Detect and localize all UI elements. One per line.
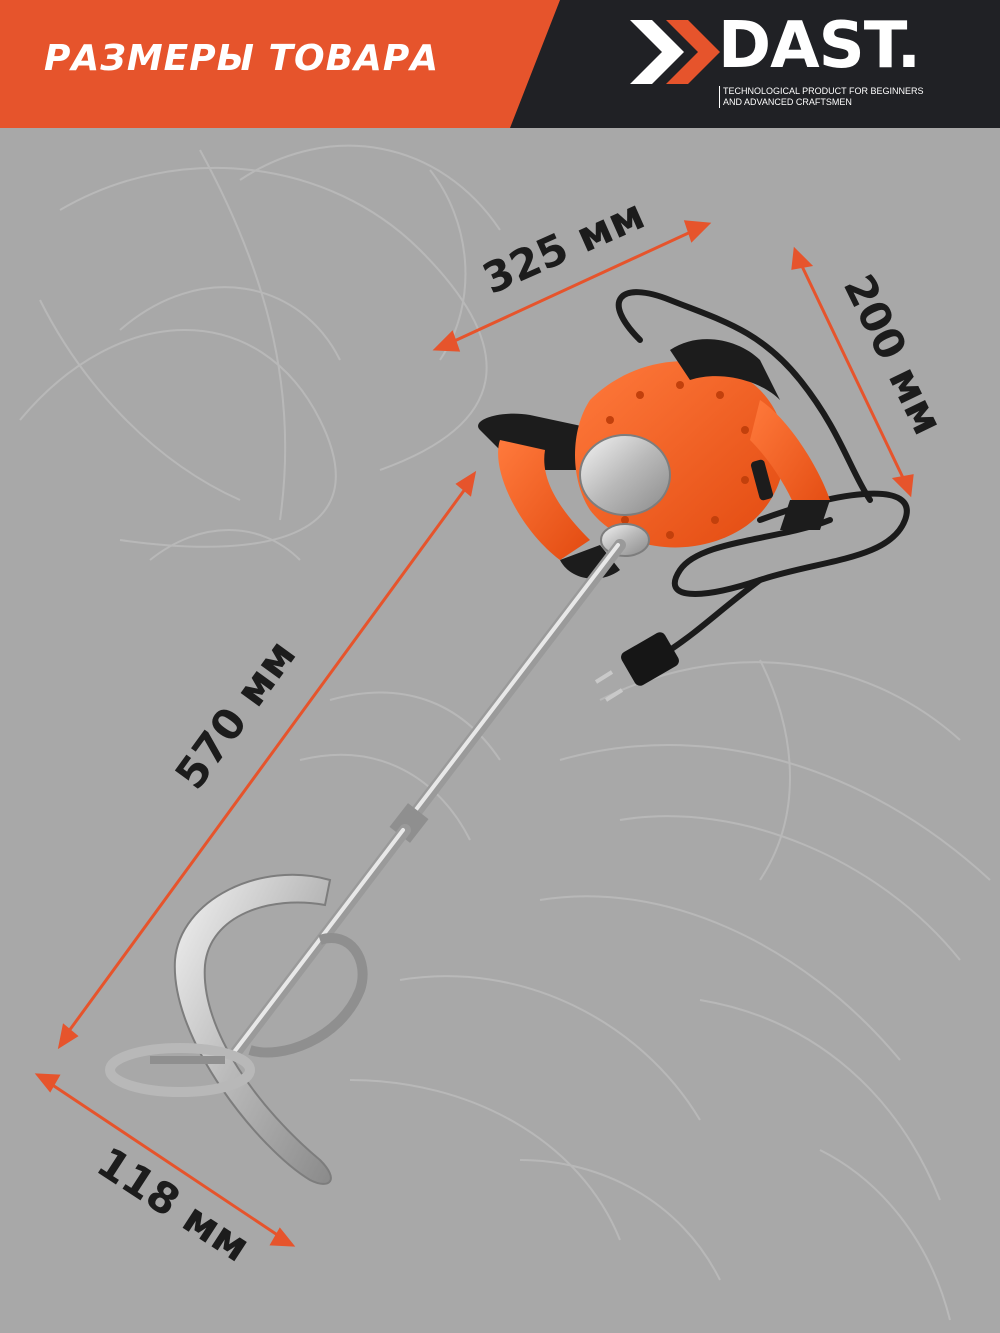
plug: [594, 632, 679, 702]
banner-title: РАЗМЕРЫ ТОВАРА: [44, 38, 440, 79]
chevron-icon-left: [630, 20, 684, 84]
power-cord: [615, 289, 910, 653]
brand-tagline-line-1: TECHNOLOGICAL PRODUCT FOR BEGINNERS: [723, 86, 924, 96]
dimension-arrow-570: [57, 470, 477, 1050]
brand-tagline: TECHNOLOGICAL PRODUCT FOR BEGINNERS AND …: [719, 86, 924, 108]
brand-name: DAST.: [718, 9, 921, 83]
mixer-shaft: [224, 539, 626, 1066]
dimension-arrow-200: [791, 246, 914, 498]
chevron-icon-right: [666, 20, 720, 84]
header-banner: [0, 0, 1000, 128]
banner-orange-panel: [0, 0, 560, 128]
mixing-paddle: [105, 873, 368, 1185]
brand-tagline-line-2: AND ADVANCED CRAFTSMEN: [723, 97, 852, 107]
brand-chevron-logo: [630, 20, 720, 84]
dimension-arrow-325: [432, 220, 712, 352]
dimension-arrow-118: [34, 1073, 296, 1247]
mixer-body: [478, 339, 830, 579]
